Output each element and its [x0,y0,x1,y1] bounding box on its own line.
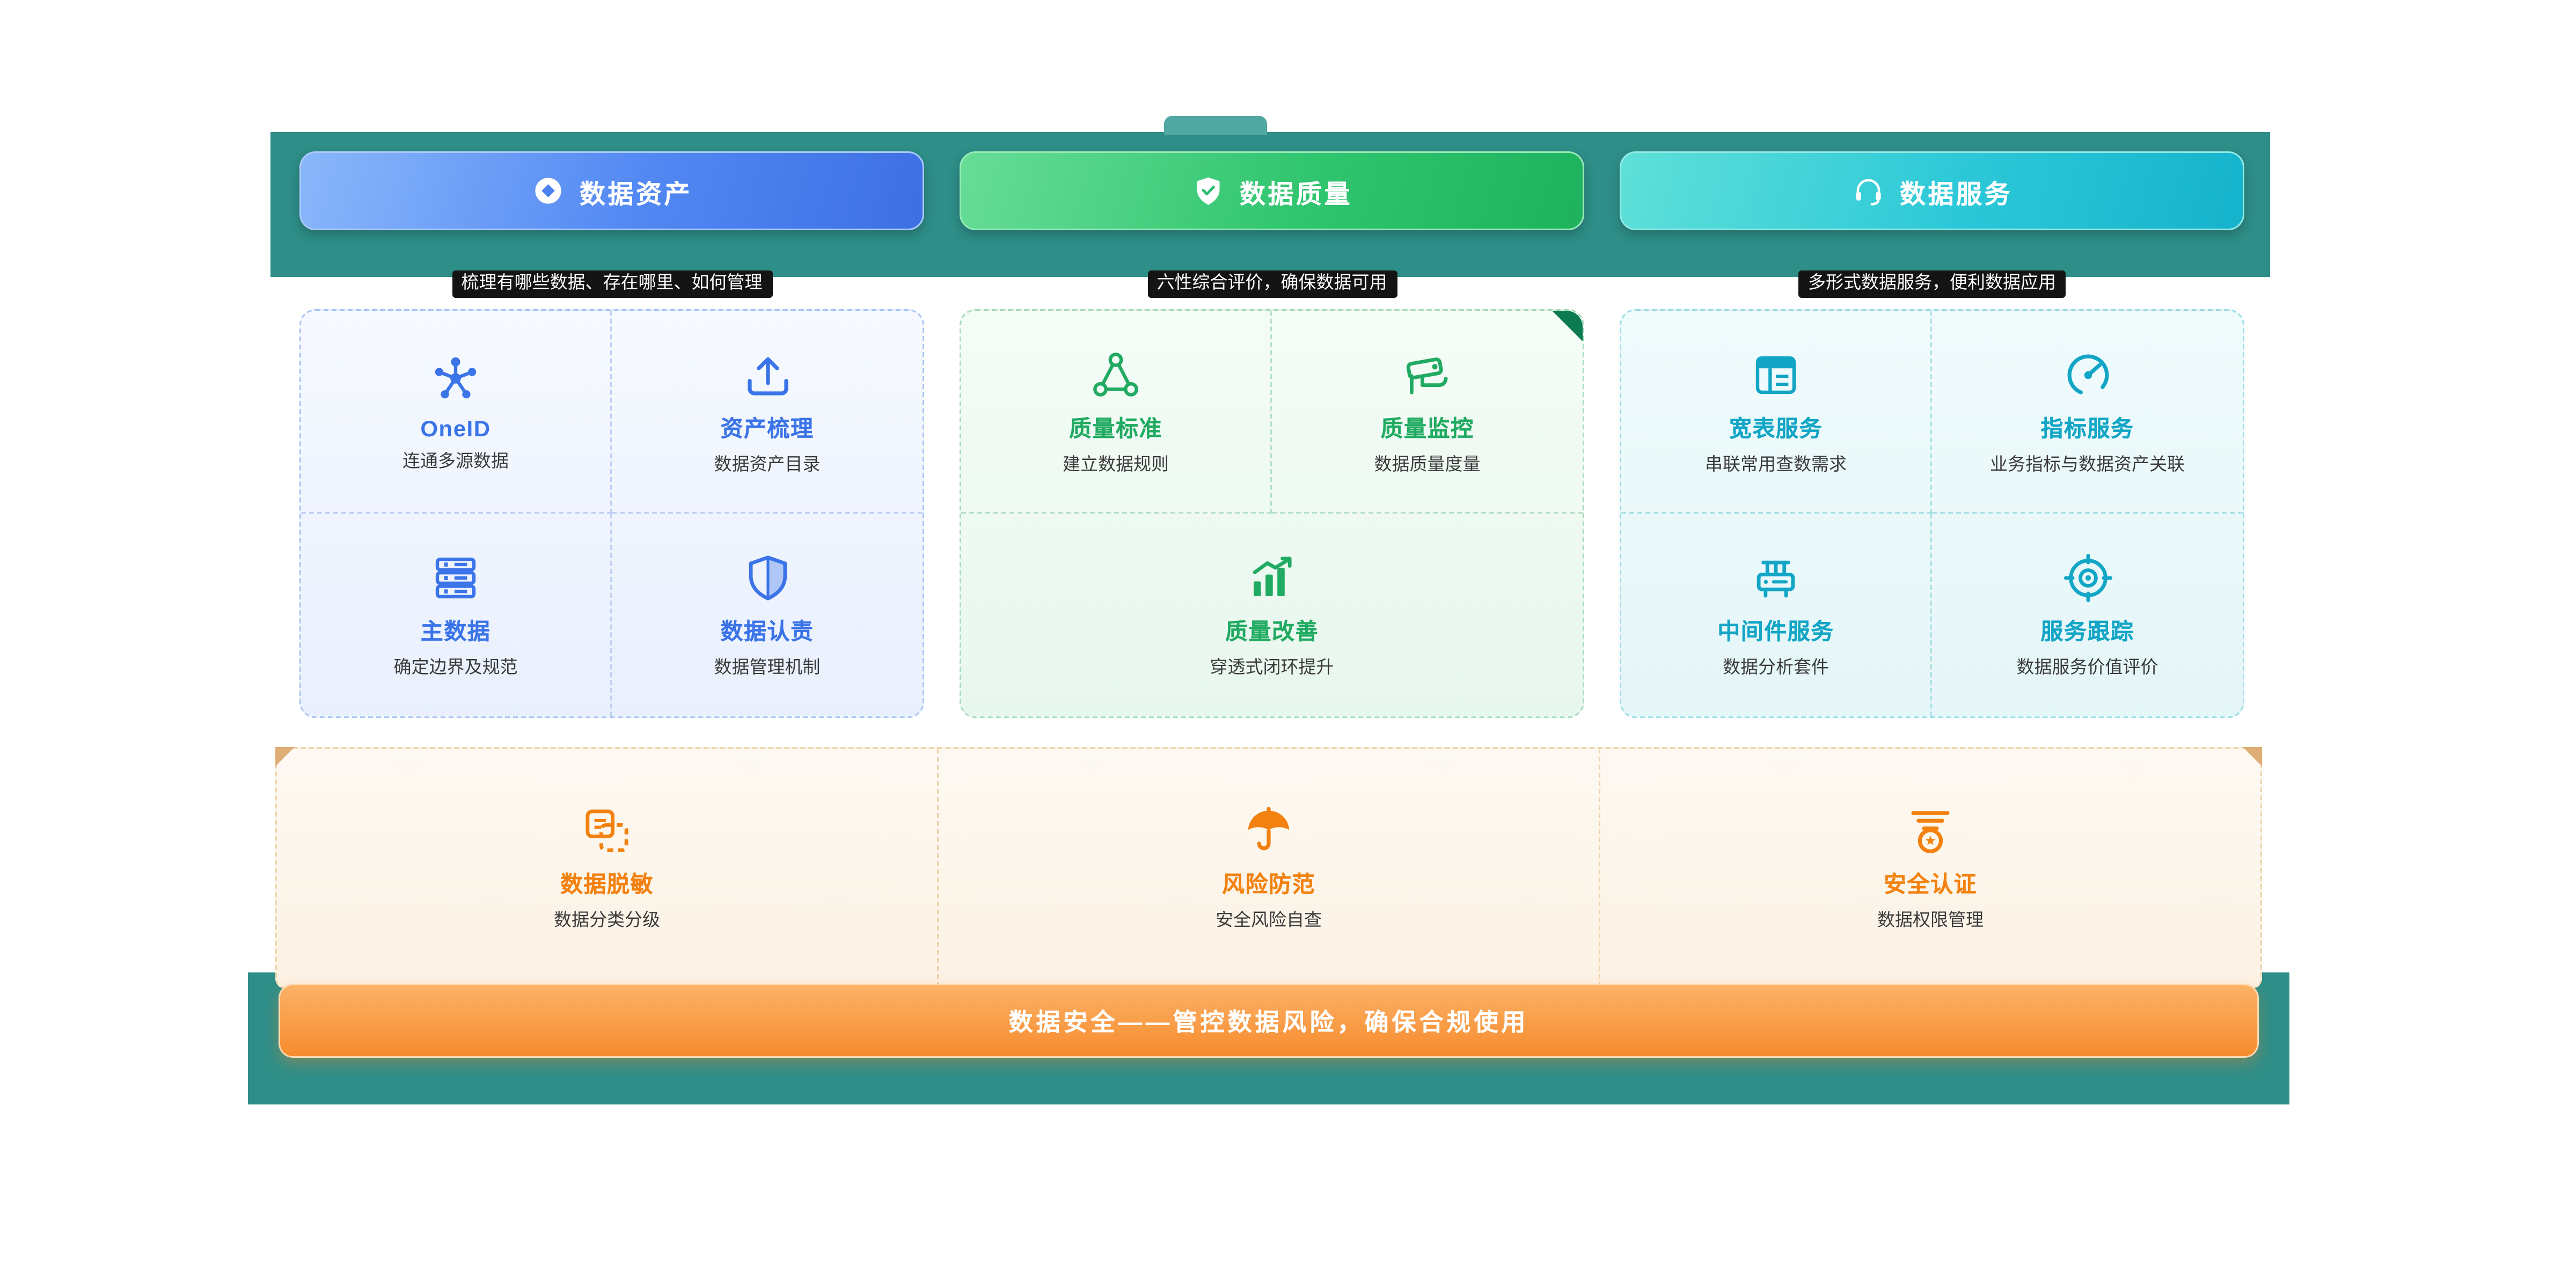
security-banner: 数据安全——管控数据风险，确保合规使用 [279,984,2259,1058]
feature-desc: 建立数据规则 [1063,455,1169,474]
data-quality-card: 质量标准 建立数据规则 质量监控 数据质量度量 质量改善 穿透式闭环提升 [960,309,1584,718]
security-banner-text: 数据安全——管控数据风险，确保合规使用 [1008,1008,1529,1036]
feature-desc: 连通多源数据 [402,451,509,471]
chart-up-icon [1245,551,1299,605]
data-assets-card: OneID 连通多源数据 资产梳理 数据资产目录 主数据 确定边界及规范 [299,309,924,718]
feature-desc: 穿透式闭环提升 [1210,658,1334,678]
feature-desc: 数据服务价值评价 [2016,658,2158,678]
node-link-icon [1088,347,1143,402]
feature-cell-wide-table-service: 宽表服务 串联常用查数需求 [1621,311,1932,514]
gauge-icon [2060,347,2115,402]
tagline-pill: 梳理有哪些数据、存在哪里、如何管理 [451,270,772,298]
data-security-card: 数据脱敏 数据分类分级 风险防范 安全风险自查 安全认证 数据权限管理 [275,747,2262,989]
diamond-badge-icon [531,174,565,208]
tagline-data-assets: 梳理有哪些数据、存在哪里、如何管理 [299,270,924,298]
feature-title: 质量监控 [1380,414,1474,441]
feature-title: 数据认责 [720,618,814,644]
feature-desc: 数据分析套件 [1723,658,1829,678]
table-icon [1748,347,1803,402]
feature-title: 宽表服务 [1729,414,1823,441]
feature-desc: 数据资产目录 [714,455,821,474]
feature-desc: 数据分类分级 [554,911,660,931]
feature-desc: 业务指标与数据资产关联 [1990,455,2185,474]
tagline-pill: 多形式数据服务，便利数据应用 [1798,270,2066,298]
data-masking-icon [580,803,634,858]
headset-icon [1851,174,1885,208]
feature-title: 安全认证 [1884,871,1977,897]
feature-cell-quality-monitoring: 质量监控 数据质量度量 [1272,311,1583,514]
pillar-button-label: 数据质量 [1239,181,1352,209]
pillar-button-label: 数据资产 [579,181,692,209]
feature-title: 主数据 [420,618,491,644]
umbrella-icon [1241,803,1296,858]
pillar-button-data-services[interactable]: 数据服务 [1620,151,2244,230]
database-icon [428,551,483,605]
cctv-icon [1400,347,1455,402]
feature-cell-oneid: OneID 连通多源数据 [301,311,612,514]
shield-check-icon [1191,174,1225,208]
feature-cell-metric-service: 指标服务 业务指标与数据资产关联 [1932,311,2243,514]
feature-cell-asset-sorting: 资产梳理 数据资产目录 [612,311,923,514]
feature-title: 数据脱敏 [560,871,654,897]
feature-cell-quality-improvement: 质量改善 穿透式闭环提升 [961,514,1583,716]
feature-cell-service-tracking: 服务跟踪 数据服务价值评价 [1932,514,2243,716]
feature-title: 质量标准 [1069,414,1162,441]
tagline-pill: 六性综合评价，确保数据可用 [1147,270,1397,298]
feature-cell-quality-standard: 质量标准 建立数据规则 [961,311,1272,514]
pillar-button-label: 数据服务 [1899,181,2012,209]
feature-cell-data-accountability: 数据认责 数据管理机制 [612,514,923,716]
feature-cell-risk-prevention: 风险防范 安全风险自查 [939,749,1600,987]
feature-cell-master-data: 主数据 确定边界及规范 [301,514,612,716]
feature-title: 中间件服务 [1717,618,1834,644]
pillar-button-data-quality[interactable]: 数据质量 [960,151,1584,230]
data-services-card: 宽表服务 串联常用查数需求 指标服务 业务指标与数据资产关联 中间件服务 数据分… [1620,309,2244,718]
tagline-data-services: 多形式数据服务，便利数据应用 [1620,270,2244,298]
feature-desc: 数据质量度量 [1374,455,1481,474]
feature-title: 指标服务 [2040,414,2134,441]
tagline-data-quality: 六性综合评价，确保数据可用 [960,270,1584,298]
feature-title: 风险防范 [1222,871,1315,897]
asset-sort-icon [740,347,795,402]
network-icon [428,350,483,405]
feature-cell-data-masking: 数据脱敏 数据分类分级 [277,749,939,987]
top-band-tab [1164,116,1267,135]
feature-cell-security-certification: 安全认证 数据权限管理 [1600,749,2260,987]
feature-desc: 安全风险自查 [1216,911,1322,931]
feature-desc: 数据管理机制 [714,658,821,678]
feature-desc: 数据权限管理 [1877,911,1984,931]
feature-desc: 确定边界及规范 [393,658,518,678]
feature-title: OneID [420,414,491,441]
pillar-button-data-assets[interactable]: 数据资产 [299,151,924,230]
feature-cell-middleware-service: 中间件服务 数据分析套件 [1621,514,1932,716]
badge-star-icon [1903,803,1958,858]
shield-icon [740,551,795,605]
middleware-icon [1748,551,1803,605]
feature-title: 服务跟踪 [2040,618,2134,644]
feature-desc: 串联常用查数需求 [1705,455,1847,474]
feature-title: 资产梳理 [720,414,814,441]
feature-title: 质量改善 [1225,618,1319,644]
target-icon [2060,551,2115,605]
